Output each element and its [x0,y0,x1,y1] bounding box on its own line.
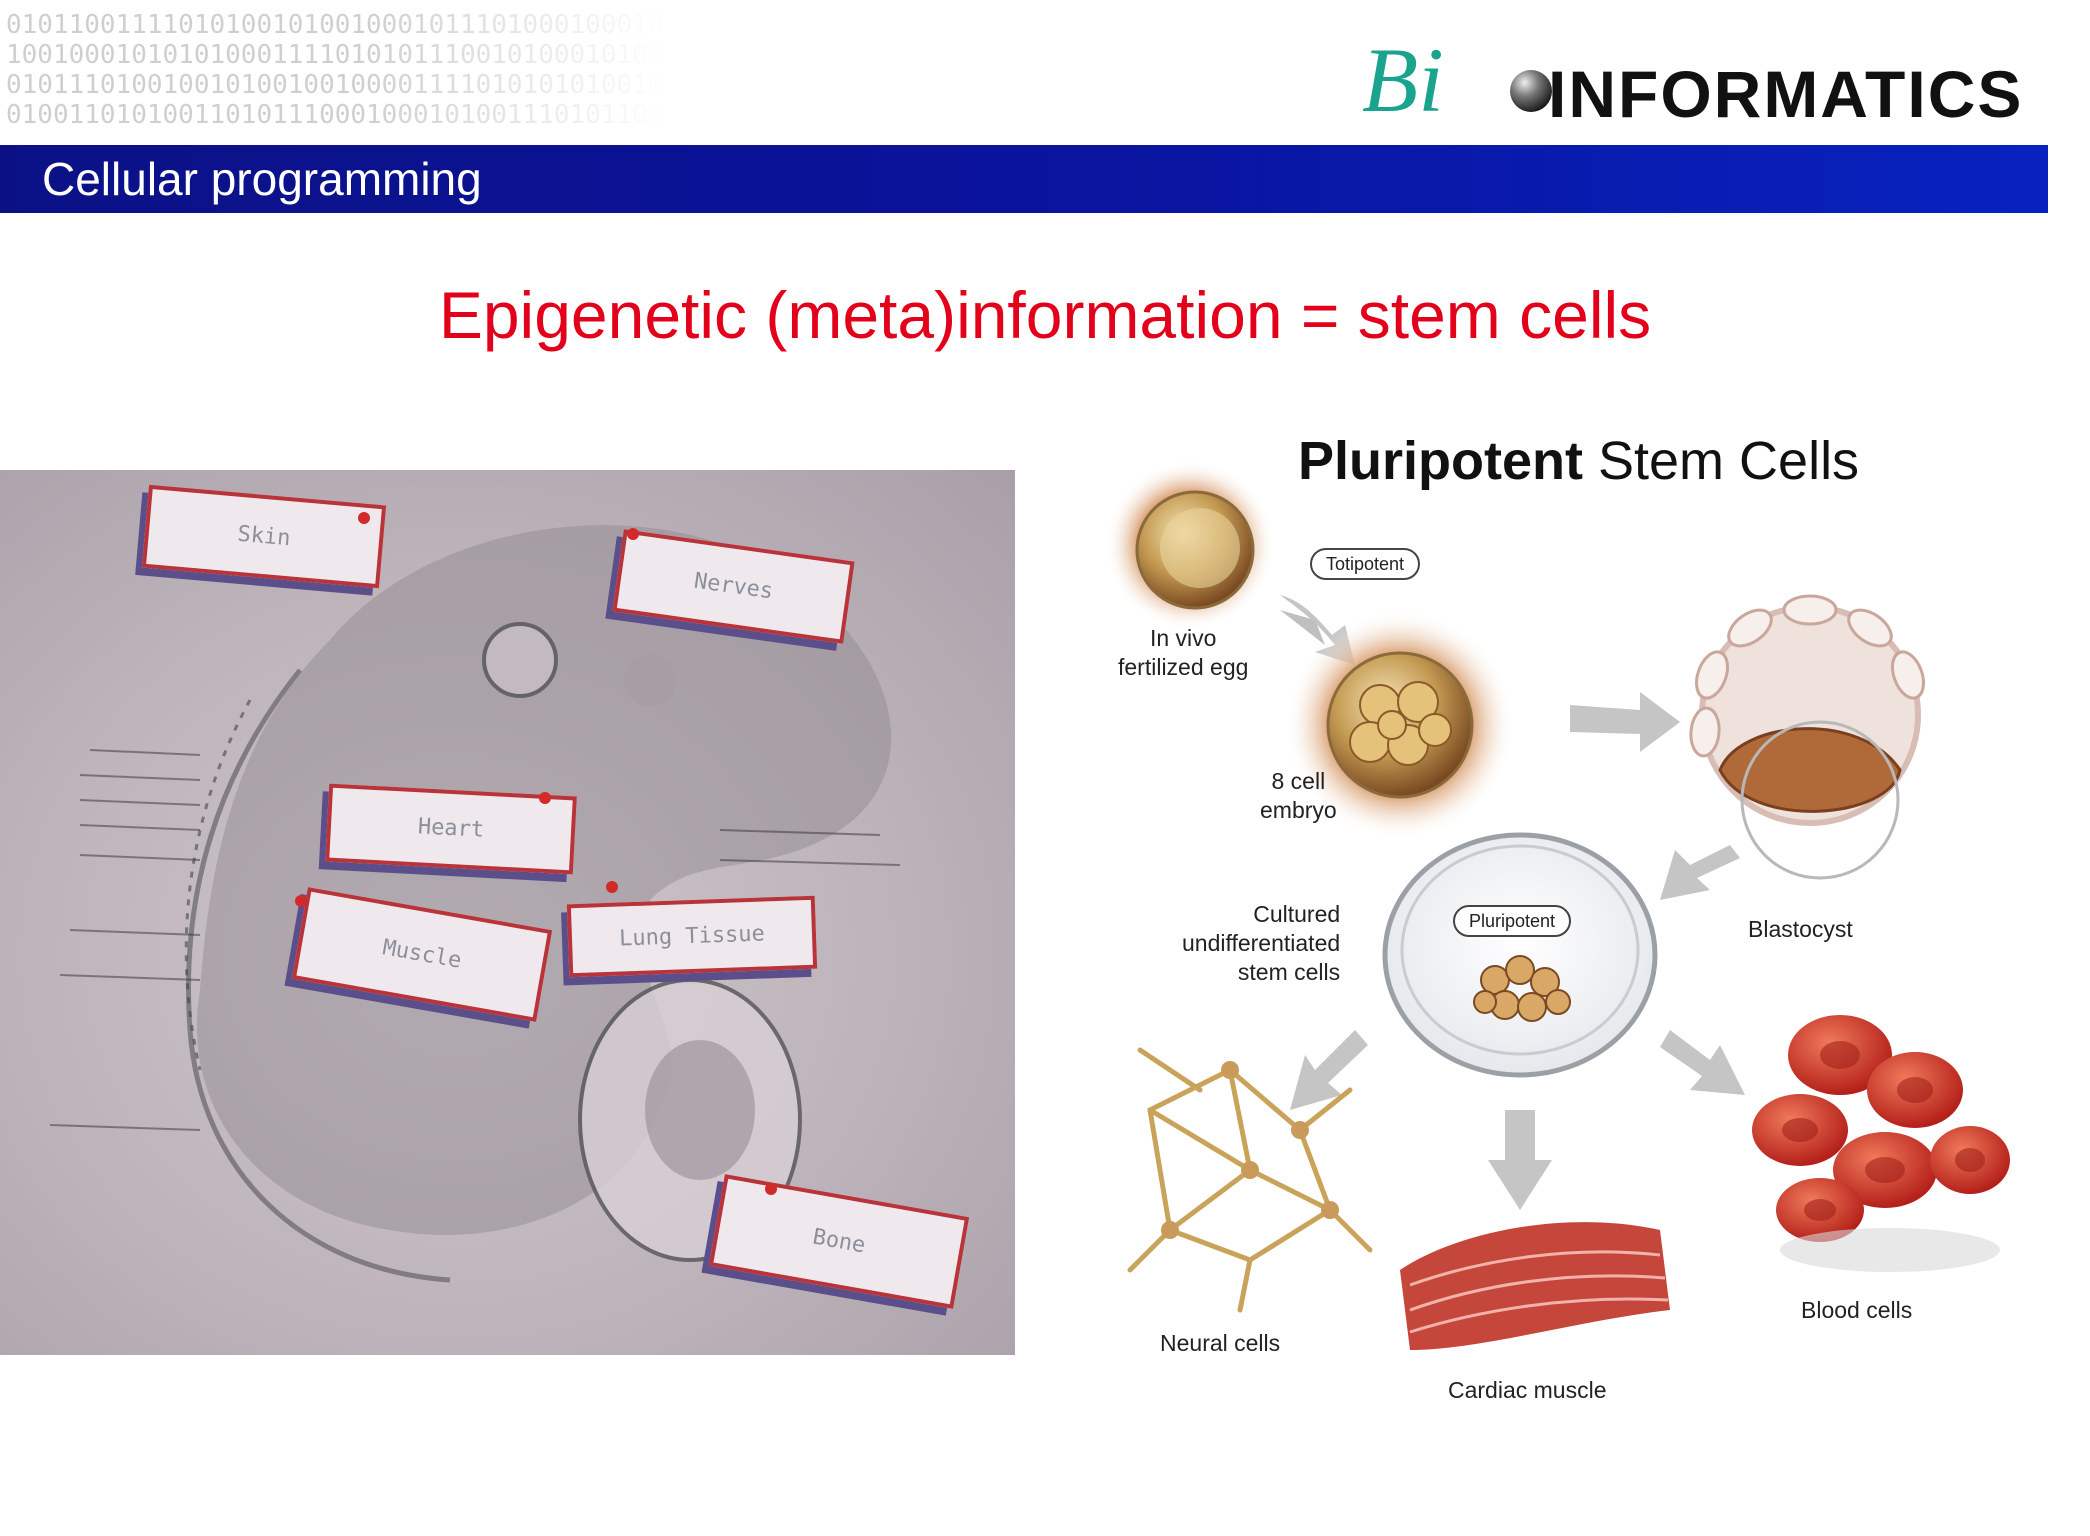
pluripotent-pill: Pluripotent [1453,905,1572,937]
bioinformatics-logo: Bi INFORMATICS [1362,29,2022,131]
tag-label: Heart [417,814,485,843]
diagram-title-bold: Pluripotent [1298,431,1583,491]
label-blastocyst: Blastocyst [1748,916,1853,942]
pin-icon [295,895,307,907]
arrow-icon [1660,845,1740,900]
label-cardiac: Cardiac muscle [1448,1377,1607,1403]
label-line: fertilized egg [1118,654,1249,680]
label-egg: In vivo fertilized egg [1118,624,1248,682]
label-line: 8 cell [1271,768,1326,794]
arrow-icon [1488,1110,1552,1210]
binary-decoration: 0101100111101010010100100010111010001000… [6,10,695,140]
diagram-title: Pluripotent Stem Cells [1298,430,1859,492]
arrow-icon [1290,1030,1368,1110]
pin-icon [765,1183,777,1195]
pin-icon [627,528,639,540]
tag-label: Nerves [692,568,775,604]
arrow-icon [1570,692,1680,752]
diagram-title-rest: Stem Cells [1598,431,1860,491]
banner-title: Cellular programming [42,153,482,205]
cardiac-muscle [1400,1222,1670,1350]
tag-label: Lung Tissue [618,920,766,952]
tag-label: Muscle [380,934,464,974]
totipotent-pill: Totipotent [1310,548,1421,580]
label-line: stem cells [1237,959,1341,985]
pin-icon [539,792,551,804]
label-embryo: 8 cell embryo [1260,767,1337,825]
tag-label: Skin [236,521,292,551]
label-line: embryo [1260,797,1337,823]
blood-cells [1752,1015,2010,1272]
embryo-photo: Skin Nerves Heart Muscle Lung Tissue Bon… [0,470,1015,1355]
cultured-colony [1473,955,1571,1022]
tag-lung-tissue: Lung Tissue [566,895,818,978]
stem-cell-diagram [1105,460,2010,1350]
tag-label: Bone [810,1224,868,1258]
binary-line: 0101110100100101001001000011110101010100… [6,70,695,100]
logo-mark: Bi [1362,29,1444,131]
binary-line: 0100110101001101011100010001010011101011… [6,100,695,130]
label-line: Cultured [1253,901,1341,927]
label-line: undifferentiated [1182,930,1341,956]
arrow-icon [1660,1030,1745,1095]
section-banner: Cellular programming [0,145,2048,213]
logo-word: INFORMATICS [1548,57,2024,131]
binary-line: 1001000101010100011110101011100101000101… [6,40,695,70]
label-line: In vivo [1149,625,1217,651]
logo-ball-icon [1510,70,1552,112]
slide-title: Epigenetic (meta)information = stem cell… [438,278,1652,352]
pin-icon [606,881,618,893]
label-blood: Blood cells [1801,1297,1913,1323]
binary-line: 0101100111101010010100100010111010001000… [6,10,695,40]
label-neural: Neural cells [1160,1330,1281,1356]
pin-icon [358,512,370,524]
label-cultured: Cultured undifferentiated stem cells [1182,900,1340,987]
